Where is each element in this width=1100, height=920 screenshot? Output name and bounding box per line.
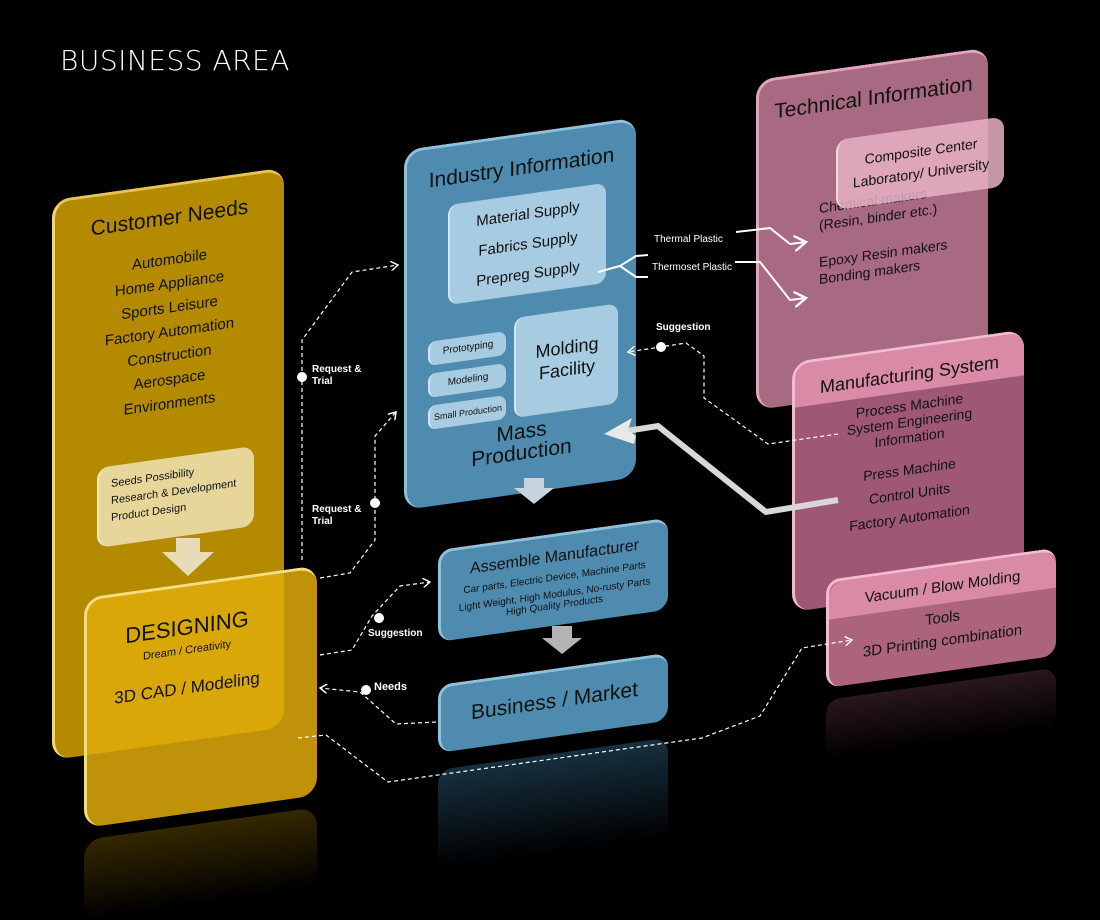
request-trial-connector-2 <box>319 412 396 579</box>
page-title: BUSINESS AREA <box>60 44 290 77</box>
request-trial-label-2: Request & Trial <box>312 504 361 528</box>
down-arrow-icon <box>542 626 582 654</box>
business-market-panel: Business / Market <box>438 652 668 753</box>
down-arrow-icon <box>162 538 214 576</box>
designing-detail: 3D CAD / Modeling <box>114 668 260 708</box>
thermal-plastic-label: Thermal Plastic <box>654 234 723 245</box>
thermoset-plastic-label: Thermoset Plastic <box>652 262 733 273</box>
suggestion-label-left: Suggestion <box>368 628 423 639</box>
needs-label: Needs <box>374 681 408 693</box>
designing-panel: DESIGNING Dream / Creativity 3D CAD / Mo… <box>84 565 317 828</box>
assemble-manufacturer-panel: Assemble Manufacturer Car parts, Electri… <box>438 517 668 642</box>
connector-dot <box>374 613 384 623</box>
connector-dot <box>361 685 371 695</box>
label-line: Trial <box>312 376 333 387</box>
request-trial-label-1: Request & Trial <box>312 364 361 388</box>
suggestion-connector-left <box>319 582 430 656</box>
label-line: Trial <box>312 516 333 527</box>
epoxy-makers: Epoxy Resin makers Bonding makers <box>819 236 947 288</box>
designing-reflection <box>84 807 317 920</box>
business-market-title: Business / Market <box>471 677 638 725</box>
connector-dot <box>656 342 666 352</box>
label-line: Request & <box>312 504 362 515</box>
down-arrow-icon <box>514 478 554 504</box>
connector-dot <box>370 498 380 508</box>
molding-facility-box: Molding Facility <box>514 303 618 418</box>
label-line: Request & <box>312 364 362 375</box>
market-reflection <box>438 737 668 870</box>
suggestion-label-right: Suggestion <box>656 322 711 333</box>
technical-information-title: Technical Information <box>774 72 973 124</box>
customer-needs-list: Automobile Home Appliance Sports Leisure… <box>55 232 284 432</box>
connector-dot <box>297 372 307 382</box>
needs-connector <box>320 688 437 725</box>
